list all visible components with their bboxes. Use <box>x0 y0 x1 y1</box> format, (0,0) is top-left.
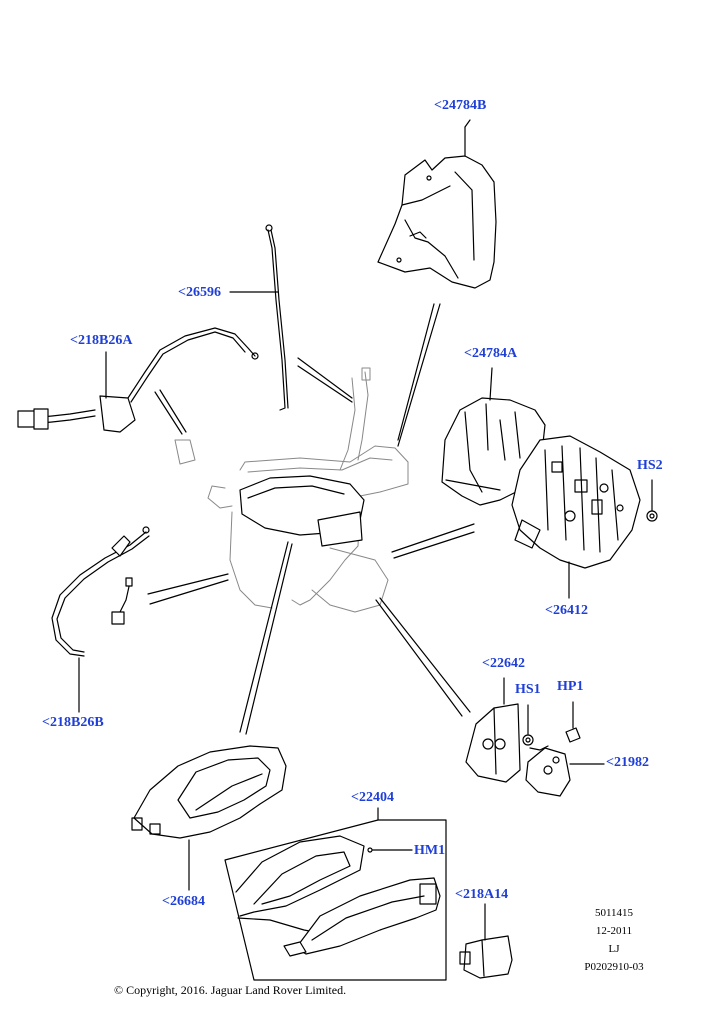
part-HS1-screw[interactable] <box>522 734 534 746</box>
callout-26684[interactable]: <26684 <box>162 894 205 909</box>
copyright-notice: © Copyright, 2016. Jaguar Land Rover Lim… <box>114 983 347 997</box>
part-26684-bezel[interactable] <box>131 745 287 839</box>
callout-22642[interactable]: <22642 <box>482 656 525 671</box>
part-218B26A-cable[interactable] <box>17 327 259 433</box>
part-HP1-clip[interactable] <box>565 727 581 743</box>
callout-HS1[interactable]: HS1 <box>515 682 541 697</box>
part-22404-handle-kit[interactable] <box>224 819 447 981</box>
latch-assembly-center <box>174 367 409 613</box>
callout-21982[interactable]: <21982 <box>606 755 649 770</box>
part-218A14-switch[interactable] <box>459 935 513 979</box>
callout-24784A[interactable]: <24784A <box>464 346 518 361</box>
part-218B26B-cable[interactable] <box>51 526 150 657</box>
callout-218B26B[interactable]: <218B26B <box>42 715 104 730</box>
part-26596-rod[interactable] <box>265 224 289 411</box>
meta-line-2: 12-2011 <box>595 925 633 937</box>
callout-HS2[interactable]: HS2 <box>637 458 663 473</box>
part-22642-cover[interactable] <box>465 703 521 783</box>
callout-HP1[interactable]: HP1 <box>557 679 584 694</box>
part-HS2-screw[interactable] <box>646 510 658 522</box>
callout-218B26A[interactable]: <218B26A <box>70 333 133 348</box>
exterior-handle-center <box>239 475 365 547</box>
part-21982-bracket[interactable] <box>525 745 571 797</box>
callout-218A14[interactable]: <218A14 <box>455 887 509 902</box>
drawing-meta: 5011415 12-2011 LJ P0202910-03 <box>576 904 652 976</box>
part-24784B-cover[interactable] <box>377 155 497 289</box>
meta-line-3: LJ <box>608 943 620 955</box>
callout-22404[interactable]: <22404 <box>351 790 394 805</box>
meta-line-1: 5011415 <box>594 907 634 919</box>
callout-26412[interactable]: <26412 <box>545 603 588 618</box>
callout-24784B[interactable]: <24784B <box>434 98 487 113</box>
callout-HM1[interactable]: HM1 <box>414 843 446 858</box>
meta-line-4: P0202910-03 <box>584 961 644 973</box>
callout-26596[interactable]: <26596 <box>178 285 221 300</box>
part-26412-latch[interactable] <box>511 435 641 569</box>
